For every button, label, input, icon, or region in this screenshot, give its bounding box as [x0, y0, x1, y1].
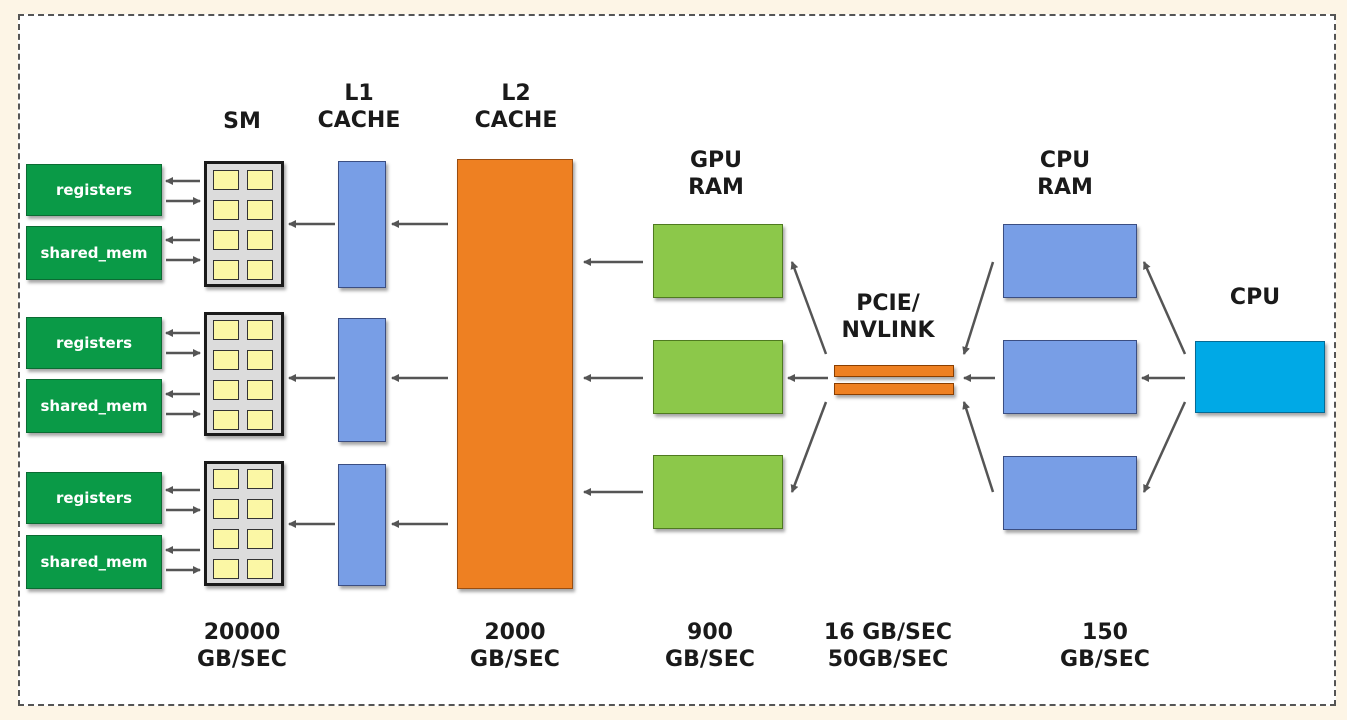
cpu-label: CPU: [1229, 285, 1281, 310]
cpu-ram-label: CPU RAM: [1037, 148, 1093, 200]
sm-core: [247, 380, 273, 400]
shared-mem-box-1: shared_mem: [26, 226, 162, 280]
shared-mem-box-3: shared_mem: [26, 535, 162, 589]
sm-core: [247, 469, 273, 489]
sm-block-3: [204, 461, 284, 586]
bandwidth-gpu-ram: 900 GB/SEC: [665, 620, 755, 672]
gpu-ram-box-3: [653, 455, 783, 529]
l1-cache-box-2: [338, 318, 386, 442]
registers-box-2: registers: [26, 317, 162, 369]
registers-box-3: registers: [26, 472, 162, 524]
sm-core: [213, 230, 239, 250]
sm-core: [213, 170, 239, 190]
bandwidth-sm: 20000 GB/SEC: [197, 620, 287, 672]
l2-cache-label: L2 CACHE: [474, 81, 558, 133]
pcie-nvlink-label: PCIE/ NVLINK: [841, 291, 935, 343]
sm-core: [247, 410, 273, 430]
sm-core: [213, 380, 239, 400]
registers-box-1: registers: [26, 164, 162, 216]
sm-core: [247, 499, 273, 519]
cpu-ram-box-1: [1003, 224, 1137, 298]
sm-core: [213, 320, 239, 340]
sm-core: [213, 200, 239, 220]
sm-core: [213, 260, 239, 280]
bandwidth-l2: 2000 GB/SEC: [470, 620, 560, 672]
sm-core: [247, 350, 273, 370]
sm-core: [247, 170, 273, 190]
pcie-bus-line-2: [834, 383, 954, 395]
sm-core: [213, 529, 239, 549]
sm-core: [213, 350, 239, 370]
bandwidth-pcie: 16 GB/SEC 50GB/SEC: [823, 620, 953, 672]
shared-mem-box-2: shared_mem: [26, 379, 162, 433]
cpu-ram-box-2: [1003, 340, 1137, 414]
sm-core: [247, 230, 273, 250]
sm-core: [247, 559, 273, 579]
sm-core: [247, 320, 273, 340]
sm-core: [247, 529, 273, 549]
sm-block-2: [204, 312, 284, 436]
sm-label: SM: [223, 109, 261, 134]
gpu-ram-label: GPU RAM: [688, 148, 744, 200]
l2-cache-box: [457, 159, 573, 589]
bandwidth-cpu-ram: 150 GB/SEC: [1060, 620, 1150, 672]
gpu-ram-box-1: [653, 224, 783, 298]
sm-core: [247, 260, 273, 280]
l1-cache-box-1: [338, 161, 386, 288]
sm-core: [247, 200, 273, 220]
sm-core: [213, 499, 239, 519]
gpu-ram-box-2: [653, 340, 783, 414]
sm-core: [213, 469, 239, 489]
pcie-bus-line-1: [834, 365, 954, 377]
l1-cache-label: L1 CACHE: [317, 81, 401, 133]
sm-core: [213, 559, 239, 579]
l1-cache-box-3: [338, 464, 386, 586]
sm-core: [213, 410, 239, 430]
cpu-box: [1195, 341, 1325, 413]
cpu-ram-box-3: [1003, 456, 1137, 530]
sm-block-1: [204, 161, 284, 287]
